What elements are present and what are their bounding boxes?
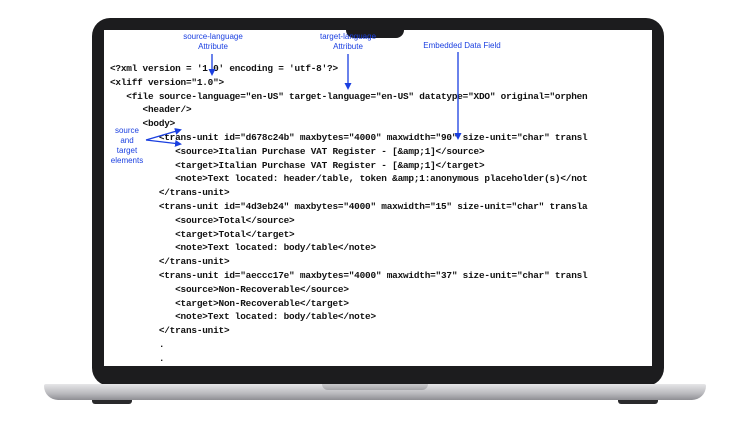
code-line: . (110, 338, 165, 350)
code-line: <trans-unit id="d678c24b" maxbytes="4000… (110, 131, 588, 143)
code-line: <xliff version="1.0"> (110, 76, 224, 88)
code-line: <target>Non-Recoverable</target> (110, 297, 349, 309)
code-line: <note>Text located: body/table</note> (110, 242, 376, 254)
code-line: </trans-unit> (110, 187, 230, 199)
source-language-annotation-line1: source-language (183, 32, 243, 41)
code-line: <trans-unit id="aeccc17e" maxbytes="4000… (110, 269, 588, 281)
code-line: </trans-unit> (110, 256, 230, 268)
laptop-base-notch (322, 384, 428, 390)
screen-bottom-bezel (104, 366, 652, 378)
target-language-annotation-line1: target-language (319, 32, 377, 41)
laptop-foot-right (618, 400, 658, 404)
code-line: <trans-unit id="4d3eb24" maxbytes="4000"… (110, 200, 588, 212)
source-target-annotation-line2: and (120, 136, 134, 145)
code-line: <source>Total</source> (110, 214, 295, 226)
code-line: <file source-language="en-US" target-lan… (110, 90, 588, 102)
code-line: <?xml version = '1.0' encoding = 'utf-8'… (110, 63, 338, 74)
source-target-elements-annotation: source and target elements (106, 126, 148, 166)
code-line: <target>Italian Purchase VAT Register - … (110, 159, 485, 171)
laptop-base (44, 384, 706, 400)
laptop-foot-left (92, 400, 132, 404)
code-line: <note>Text located: header/table, token … (110, 173, 588, 185)
code-line: <body> (110, 118, 176, 130)
code-line: <target>Total</target> (110, 228, 295, 240)
code-line: </trans-unit> (110, 325, 230, 337)
source-target-annotation-line3: target (116, 146, 138, 155)
source-target-annotation-line1: source (114, 126, 139, 135)
code-line: <source>Italian Purchase VAT Register - … (110, 145, 485, 157)
source-target-annotation-line4: elements (110, 156, 144, 165)
code-line: <source>Non-Recoverable</source> (110, 283, 349, 295)
laptop-screen: <?xml version = '1.0' encoding = 'utf-8'… (104, 30, 652, 366)
code-line: <note>Text located: body/table</note> (110, 311, 376, 323)
source-language-annotation-line2: Attribute (198, 42, 228, 51)
code-line: . (110, 352, 165, 364)
code-line: <header/> (110, 104, 192, 116)
target-language-annotation: target-language Attribute (310, 32, 386, 52)
camera-notch (346, 24, 404, 38)
embedded-data-field-annotation: Embedded Data Field (423, 41, 501, 50)
source-language-annotation: source-language Attribute (176, 32, 250, 52)
xliff-code-listing: <?xml version = '1.0' encoding = 'utf-8'… (110, 62, 588, 366)
target-language-annotation-line2: Attribute (333, 42, 363, 51)
